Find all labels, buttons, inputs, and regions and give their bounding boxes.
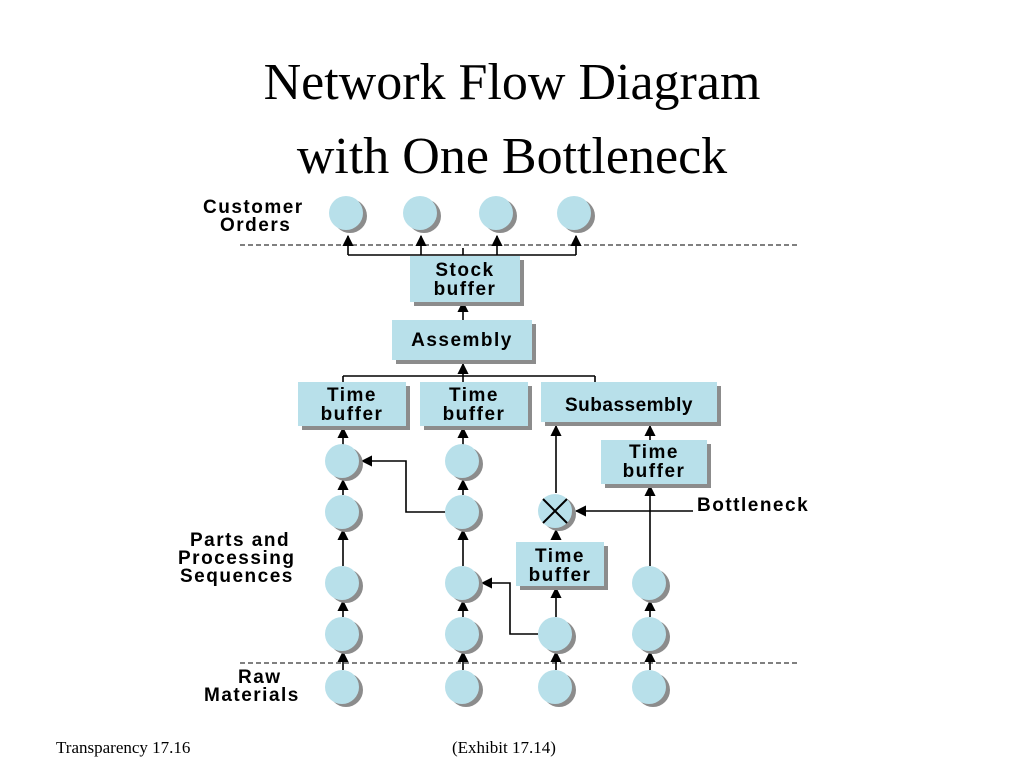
process-node [325, 444, 363, 481]
svg-text:buffer: buffer [623, 461, 686, 482]
customer-order-node-3 [479, 196, 517, 233]
svg-text:Time: Time [535, 546, 585, 567]
svg-text:Time: Time [327, 385, 377, 406]
process-node [445, 566, 483, 603]
svg-text:buffer: buffer [434, 279, 497, 300]
process-node [445, 617, 483, 654]
time-buffer-box-1: Time buffer [298, 382, 410, 430]
raw-material-node [445, 670, 483, 707]
svg-text:buffer: buffer [529, 565, 592, 586]
process-node [632, 617, 670, 654]
svg-text:Time: Time [449, 385, 499, 406]
raw-materials-label-line1: Raw [238, 667, 282, 688]
bottleneck-node [538, 494, 576, 531]
svg-text:Time: Time [629, 442, 679, 463]
customer-orders-label-line2: Orders [220, 215, 291, 236]
parts-processing-label-line3: Sequences [180, 566, 294, 587]
footer-transparency: Transparency 17.16 [56, 738, 191, 757]
raw-materials-label-line2: Materials [204, 685, 300, 706]
bottleneck-label: Bottleneck [697, 495, 809, 516]
arrow-cross-feed-col2-to-col1 [360, 455, 446, 513]
time-buffer-box-2: Time buffer [420, 382, 532, 430]
raw-material-node [632, 670, 670, 707]
subassembly-box: Subassembly [541, 382, 721, 426]
customer-order-node-2 [403, 196, 441, 233]
parts-processing-label-line1: Parts and [190, 530, 290, 551]
assembly-box: Assembly [392, 320, 536, 364]
process-node [325, 495, 363, 532]
footer-exhibit: (Exhibit 17.14) [452, 738, 556, 757]
svg-text:Subassembly: Subassembly [565, 395, 693, 416]
time-buffer-box-4: Time buffer [516, 542, 608, 590]
customer-order-node-1 [329, 196, 367, 233]
parts-processing-label-line2: Processing [178, 548, 295, 569]
process-node [325, 617, 363, 654]
stock-buffer-box: Stock buffer [410, 256, 524, 306]
svg-text:Assembly: Assembly [411, 330, 513, 351]
title-line-1: Network Flow Diagram [263, 54, 761, 111]
customer-order-node-4 [557, 196, 595, 233]
customer-orders-label-line1: Customer [203, 197, 304, 218]
raw-material-node [325, 670, 363, 707]
svg-text:buffer: buffer [443, 404, 506, 425]
raw-material-node [538, 670, 576, 707]
svg-text:Stock: Stock [435, 260, 494, 281]
time-buffer-box-3: Time buffer [601, 440, 711, 488]
svg-text:buffer: buffer [321, 404, 384, 425]
process-node [632, 566, 670, 603]
title-line-2: with One Bottleneck [296, 128, 728, 185]
process-node [445, 444, 483, 481]
process-node [538, 617, 576, 654]
process-node [325, 566, 363, 603]
process-node [445, 495, 483, 532]
arrow-cross-feed-col3-to-col2 [480, 577, 538, 635]
